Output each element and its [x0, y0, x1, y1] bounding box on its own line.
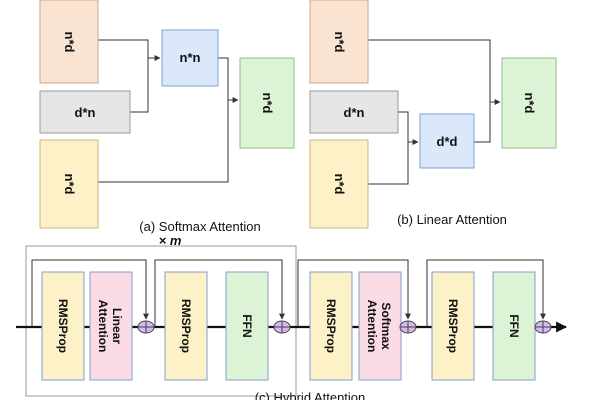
- ffn-block-1-label: FFN: [240, 314, 254, 337]
- value-matrix-box: [39, 139, 99, 229]
- ffn-block-2-label: FFN: [507, 314, 521, 337]
- score-matrix-box: [161, 29, 219, 87]
- rmsnorm-block-4: [431, 271, 475, 381]
- key-matrix-label: d*n: [344, 105, 365, 120]
- output-matrix-label: n*d: [522, 93, 537, 114]
- value-matrix-label: n*d: [332, 174, 347, 195]
- caption-linear-attention: (b) Linear Attention: [397, 212, 507, 227]
- ffn-block-2: [492, 271, 536, 381]
- kv-matrix-label: d*d: [437, 134, 458, 149]
- kv-matrix-box: [419, 113, 475, 169]
- key-matrix-box: [309, 90, 399, 134]
- query-matrix-box: [309, 0, 369, 84]
- query-matrix-label: n*d: [62, 32, 77, 53]
- query-matrix-label: n*d: [332, 32, 347, 53]
- residual-add-icon: [534, 320, 552, 334]
- rmsnorm-block-3: [309, 271, 353, 381]
- rmsnorm-block-4-label: RMSProp: [446, 299, 460, 353]
- query-matrix-box: [39, 0, 99, 84]
- caption-hybrid-attention: (c) Hybrid Attention: [255, 390, 366, 400]
- rmsnorm-block-3-label: RMSProp: [324, 299, 338, 353]
- output-matrix-label: n*d: [260, 93, 275, 114]
- panel-hybrid-attention: × m RMSProp LinearAttention RMSProp FFN …: [16, 233, 568, 400]
- linear-attention-block-label: LinearAttention: [96, 300, 124, 353]
- repeat-group-frame: [25, 245, 297, 397]
- ffn-block-1: [225, 271, 269, 381]
- repeat-count-label: × m: [159, 233, 182, 248]
- value-matrix-box: [309, 139, 369, 229]
- rmsnorm-block-1: [41, 271, 85, 381]
- score-matrix-label: n*n: [180, 50, 201, 65]
- key-matrix-box: [39, 90, 131, 134]
- output-matrix-box: [239, 57, 295, 149]
- output-matrix-box: [501, 57, 557, 149]
- value-matrix-label: n*d: [62, 174, 77, 195]
- key-matrix-label: d*n: [75, 105, 96, 120]
- softmax-attention-block-label: SoftmaxAttention: [365, 300, 393, 353]
- linear-attention-block: [89, 271, 133, 381]
- rmsnorm-block-2-label: RMSProp: [179, 299, 193, 353]
- rmsnorm-block-1-label: RMSProp: [56, 299, 70, 353]
- panel-softmax-attention: n*d d*n n*d n*n n*d (a) Softmax Attentio…: [39, 0, 295, 234]
- rmsnorm-block-2: [164, 271, 208, 381]
- residual-add-icon: [273, 320, 291, 334]
- caption-softmax-attention: (a) Softmax Attention: [139, 219, 260, 234]
- residual-add-icon: [399, 320, 417, 334]
- residual-add-icon: [137, 320, 155, 334]
- panel-linear-attention: n*d d*n n*d d*d n*d (b) Linear Attention: [309, 0, 557, 229]
